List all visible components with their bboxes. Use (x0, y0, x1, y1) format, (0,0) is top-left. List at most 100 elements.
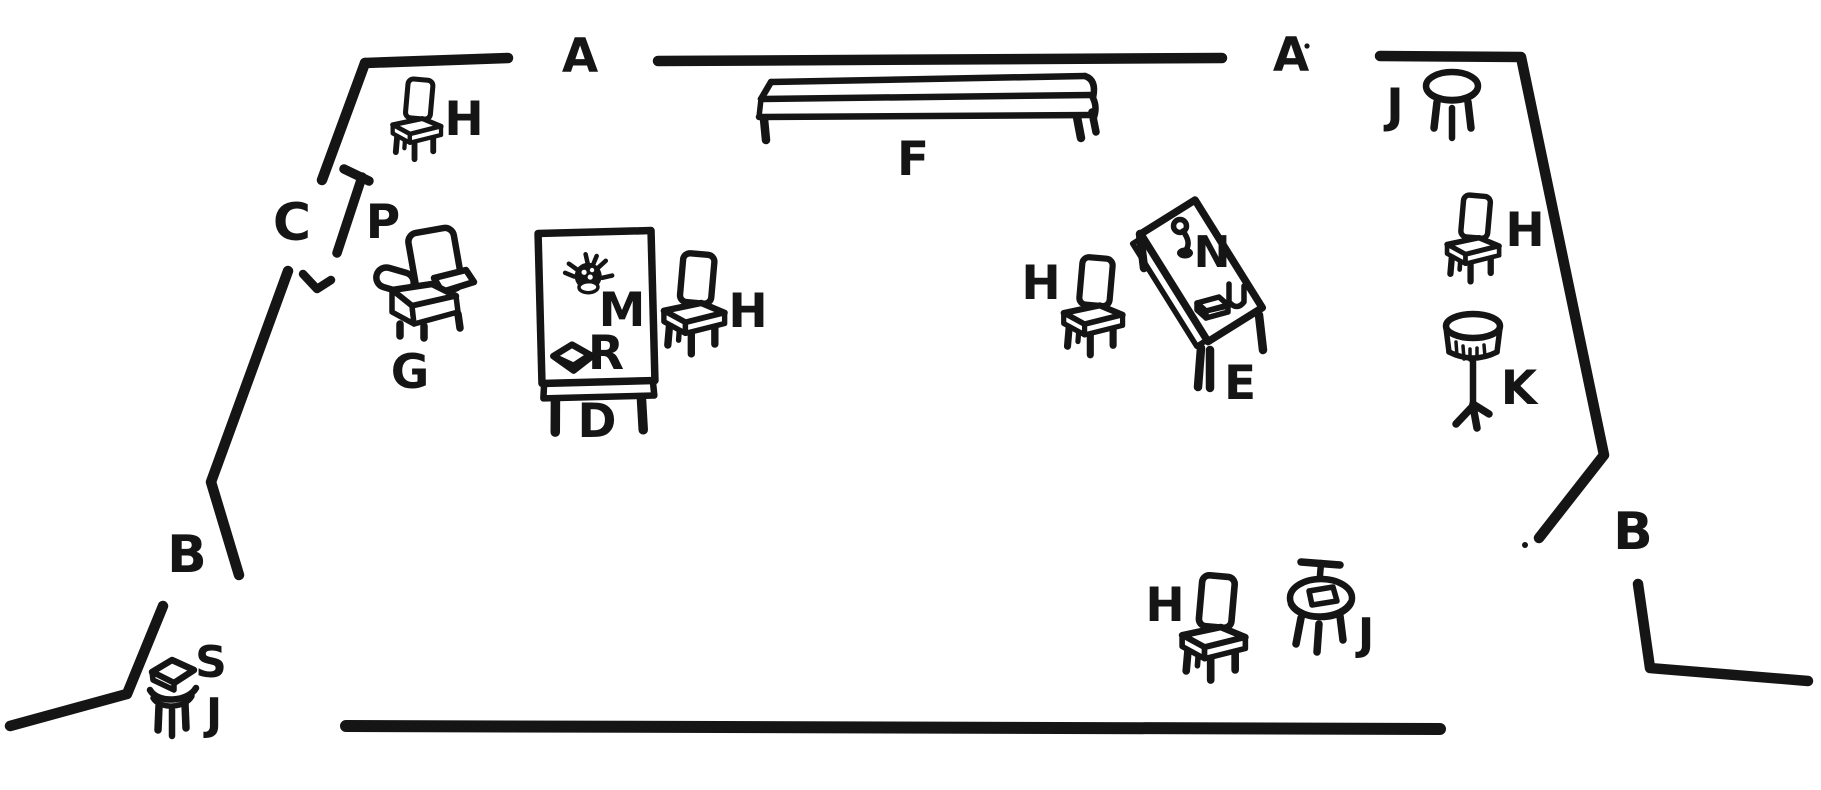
label-p: P (366, 195, 400, 250)
table-j-bottom-right (1286, 558, 1356, 656)
bench-back-bottom (757, 91, 1095, 103)
book-outline (550, 341, 596, 374)
table-d-leg (636, 393, 648, 435)
stool-j-top-right (1422, 68, 1482, 142)
label-k: K (1501, 361, 1539, 416)
armchair-g (373, 224, 478, 342)
telephone-base (1177, 247, 1193, 259)
label-s: S (195, 637, 227, 688)
door-leaf-p (298, 164, 374, 294)
label-h-top-left: H (444, 92, 483, 147)
wall-left-lower (4, 600, 169, 732)
lamp-shade-side (1443, 325, 1452, 355)
mat-on-table (1306, 584, 1340, 608)
chair-h-bottom-right (1182, 575, 1245, 680)
book-inner-line (557, 354, 589, 367)
stool-band (150, 693, 195, 709)
door-edge (332, 172, 367, 258)
bench-f (755, 72, 1100, 145)
label-f: F (897, 132, 929, 187)
workbox-s-front (149, 669, 177, 693)
label-b-left: B (167, 525, 207, 585)
table-e-leg (1254, 310, 1268, 355)
table-e-leg (1193, 343, 1206, 392)
stool-band (1423, 86, 1481, 104)
table-e-leg (1135, 229, 1149, 273)
table-leg (1313, 620, 1323, 656)
wall-right-lower (1632, 578, 1814, 687)
label-g: G (391, 345, 430, 400)
label-c: C (273, 193, 311, 253)
wall-right (1374, 50, 1610, 544)
stool-leg (1430, 98, 1441, 132)
lamp-shade-bottom (1446, 349, 1500, 361)
flower-spike (590, 253, 599, 268)
table-leg (1336, 612, 1347, 644)
stool-band (146, 684, 200, 703)
bench-edge (756, 96, 764, 120)
flower-bowl-m (562, 252, 615, 295)
label-h-right-wall: H (1505, 203, 1544, 258)
table-leg (1292, 614, 1305, 648)
chair-h-by-table-d (664, 253, 725, 354)
labels-layer: A A B B C P D E F G H H H H H J J J K M … (167, 28, 1653, 740)
label-h-table-d: H (728, 284, 767, 339)
wall-back-left (359, 52, 514, 69)
lamp-shade-stripe (1461, 344, 1466, 361)
label-j-bottom-right: J (1355, 609, 1374, 660)
label-j-top-right: J (1383, 79, 1404, 134)
box-on-table-e (1194, 294, 1231, 321)
telephone-n (1170, 216, 1193, 259)
table-band (1287, 598, 1355, 620)
flower-dot (581, 269, 587, 275)
lamp-shade-stripe (1482, 343, 1487, 359)
table-e (1129, 196, 1268, 393)
label-a-right: A (1273, 28, 1310, 83)
bench-leg (759, 114, 771, 145)
lamp-shade-stripe (1454, 340, 1459, 358)
lamp-k (1442, 310, 1504, 432)
door-foot (298, 269, 336, 294)
flower-spike (566, 261, 580, 272)
flower-dot (587, 274, 593, 280)
stool-leg (1464, 98, 1475, 132)
bench-end-left (757, 78, 775, 103)
wall-back-center (652, 52, 1228, 67)
stool-leg (154, 702, 163, 734)
flower-spike (599, 273, 615, 281)
flower-spike (595, 258, 609, 271)
bench-seat-front (755, 111, 1095, 121)
stool-j-bottom-left (146, 656, 200, 740)
flower-spike (583, 252, 591, 267)
flower-bowl (577, 279, 600, 295)
lamp-foot (1469, 400, 1493, 418)
label-a-left: A (562, 29, 599, 84)
bench-leg (1072, 112, 1086, 143)
flower-spike (562, 270, 577, 279)
label-e: E (1224, 356, 1256, 411)
table-d-apron (540, 379, 658, 402)
bench-leg (1088, 108, 1100, 136)
lamp-shade-top (1442, 310, 1504, 342)
wall-left-mid (205, 265, 294, 581)
label-r: R (588, 326, 624, 381)
chair-h-by-table-e (1064, 257, 1123, 355)
table-d-leg (550, 395, 561, 437)
armchair-base-side (409, 293, 461, 327)
wall-front (340, 720, 1446, 735)
label-b-right: B (1613, 502, 1653, 562)
inkstand-u-shape (1226, 281, 1247, 310)
box-side (1203, 303, 1231, 321)
chair-h-top-left (393, 79, 441, 160)
label-n: N (1194, 227, 1231, 278)
lamp-shade-side (1494, 325, 1503, 355)
table-d (534, 226, 659, 437)
chair-h-right-wall (1447, 195, 1499, 282)
bench-back-top (767, 72, 1089, 86)
wall-left-upper (316, 57, 371, 186)
label-j-bottom-left: J (203, 689, 222, 740)
book-r (550, 341, 596, 374)
armchair-leg (454, 310, 464, 332)
label-m: M (599, 283, 646, 338)
